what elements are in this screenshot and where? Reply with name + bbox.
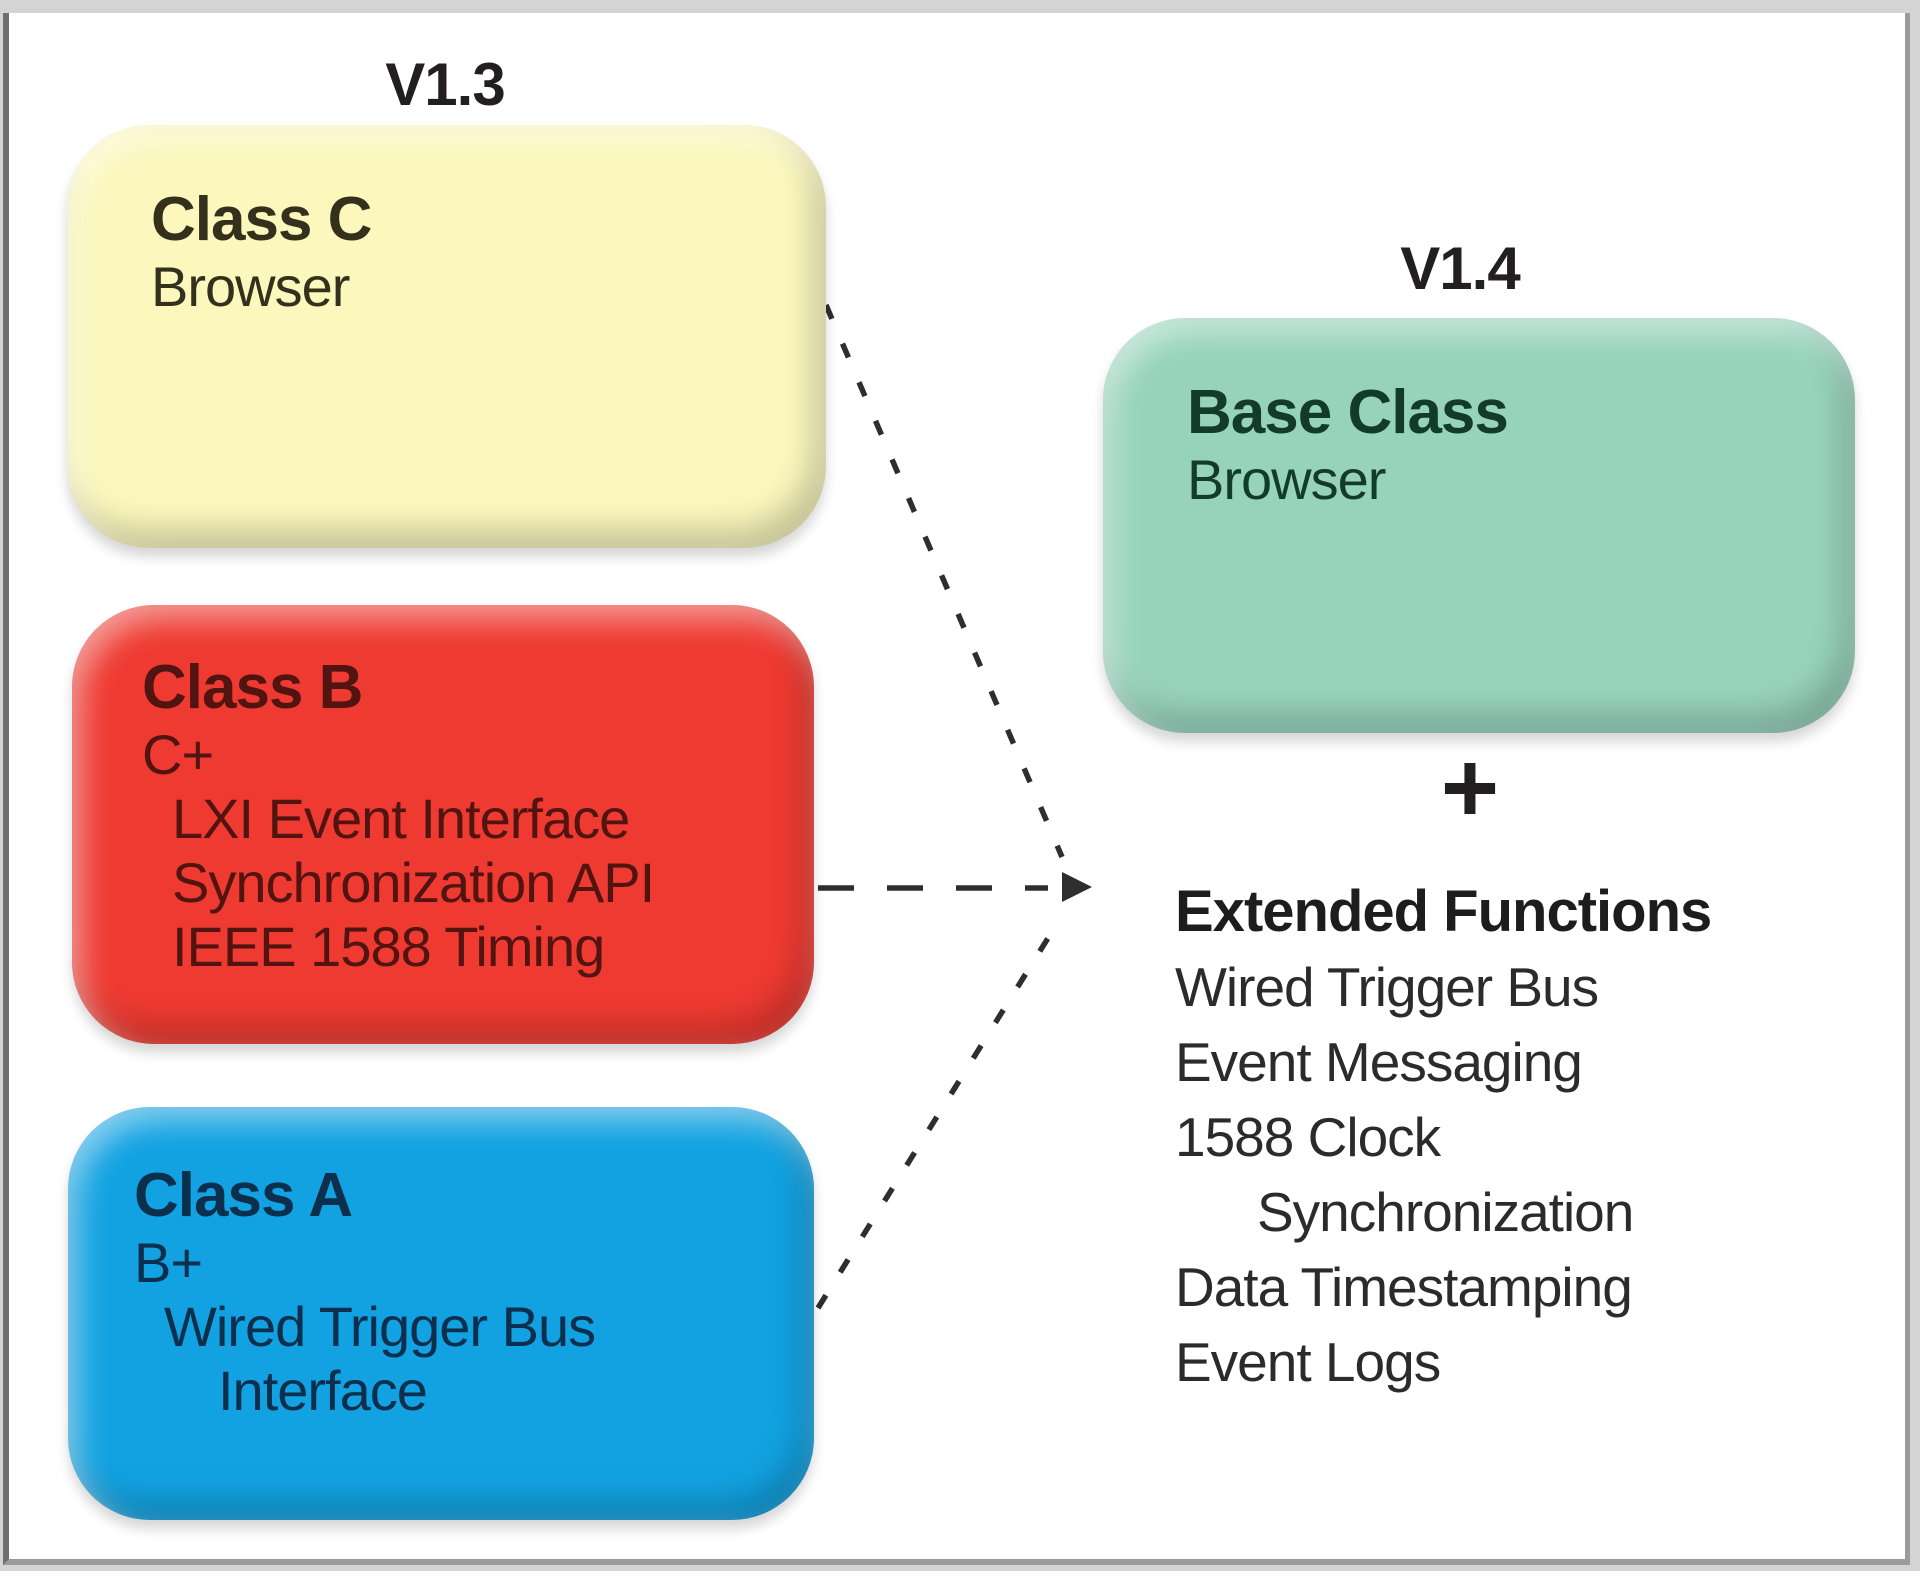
box-line: Browser [151,255,350,318]
base-class-lines: Browser [1187,448,1835,512]
extended-functions-title: Extended Functions [1175,879,1712,944]
extended-function-item: Event Logs [1175,1331,1441,1393]
box-line: Synchronization API [172,851,655,914]
extended-function-item: Event Messaging [1175,1031,1583,1093]
box-line: B+ [134,1231,203,1294]
class-c-box: Class C Browser [67,125,826,548]
extended-function-item: Wired Trigger Bus [1175,956,1599,1018]
class-a-title: Class A [134,1161,353,1230]
extended-function-item: 1588 Clock [1175,1106,1441,1168]
box-line: LXI Event Interface [172,787,630,850]
box-line: Interface [218,1359,428,1422]
box-line: IEEE 1588 Timing [172,915,605,978]
version-label-v14: V1.4 [1400,235,1520,302]
base-class-box: Base Class Browser [1103,318,1855,733]
box-line: Browser [1187,448,1386,511]
class-c-title: Class C [151,185,372,254]
base-class-title: Base Class [1187,378,1509,447]
plus-sign: + [1440,732,1500,844]
extended-function-item: Data Timestamping [1175,1256,1633,1318]
extended-function-item: Synchronization [1257,1181,1634,1243]
box-line: Wired Trigger Bus [164,1295,596,1358]
box-line: C+ [142,723,214,786]
class-c-lines: Browser [151,255,806,319]
version-label-v13: V1.3 [385,51,505,118]
class-b-title: Class B [142,653,363,722]
